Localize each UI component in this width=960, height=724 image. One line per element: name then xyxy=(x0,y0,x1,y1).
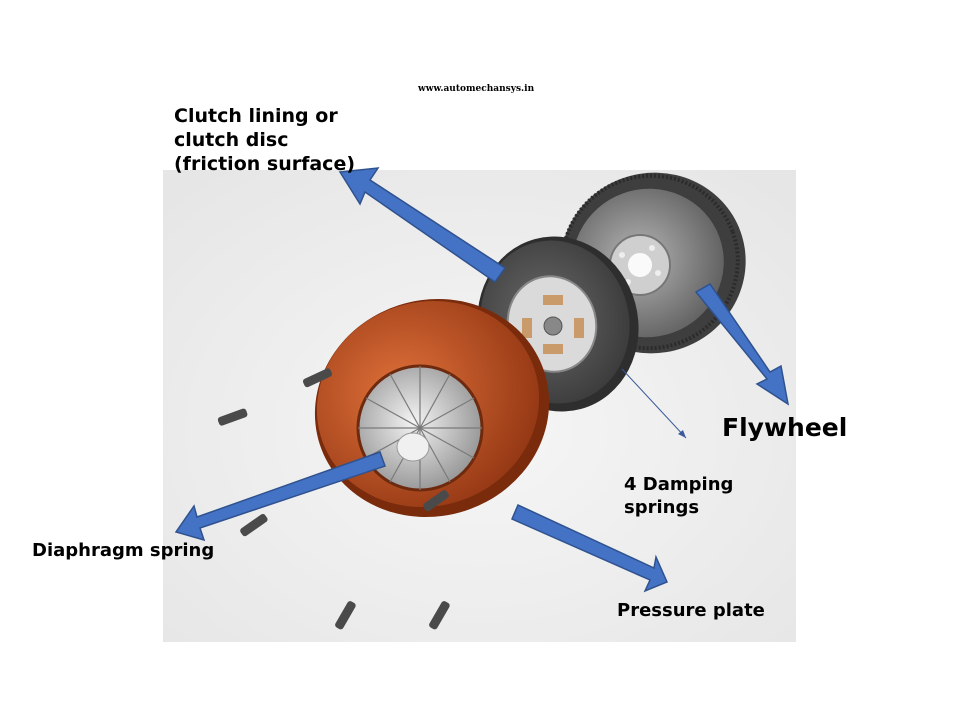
bolt xyxy=(302,368,333,388)
bolt xyxy=(429,601,450,630)
bolt xyxy=(240,513,268,537)
clutch-lining-arrow xyxy=(338,167,507,284)
damping-pointer-line xyxy=(621,368,687,439)
watermark-url: www.automechansys.in xyxy=(418,84,535,94)
bolts xyxy=(217,368,450,630)
pressure-plate-arrow xyxy=(511,503,668,593)
clutch-lining-line-3: (friction surface) xyxy=(174,152,356,175)
flywheel-label: Flywheel xyxy=(722,413,848,442)
damping-springs-line-1: 4 Damping xyxy=(624,474,734,495)
diaphragm-arrow xyxy=(174,451,386,542)
diaphragm-spring-label: Diaphragm spring xyxy=(32,540,215,561)
damping-springs-line-2: springs xyxy=(624,496,700,518)
clutch-lining-line-2: clutch disc xyxy=(174,128,289,151)
bolt xyxy=(335,601,356,630)
flywheel-arrow xyxy=(694,283,790,406)
damping-springs-label: 4 Damping springs xyxy=(624,474,733,519)
clutch-lining-line-1: Clutch lining or xyxy=(174,105,338,127)
bolt xyxy=(217,408,248,426)
pressure-plate-label: Pressure plate xyxy=(617,600,765,621)
clutch-lining-label: Clutch lining or clutch disc (friction s… xyxy=(174,105,355,176)
damping-pointer-head xyxy=(678,430,686,438)
bolt xyxy=(423,490,449,512)
